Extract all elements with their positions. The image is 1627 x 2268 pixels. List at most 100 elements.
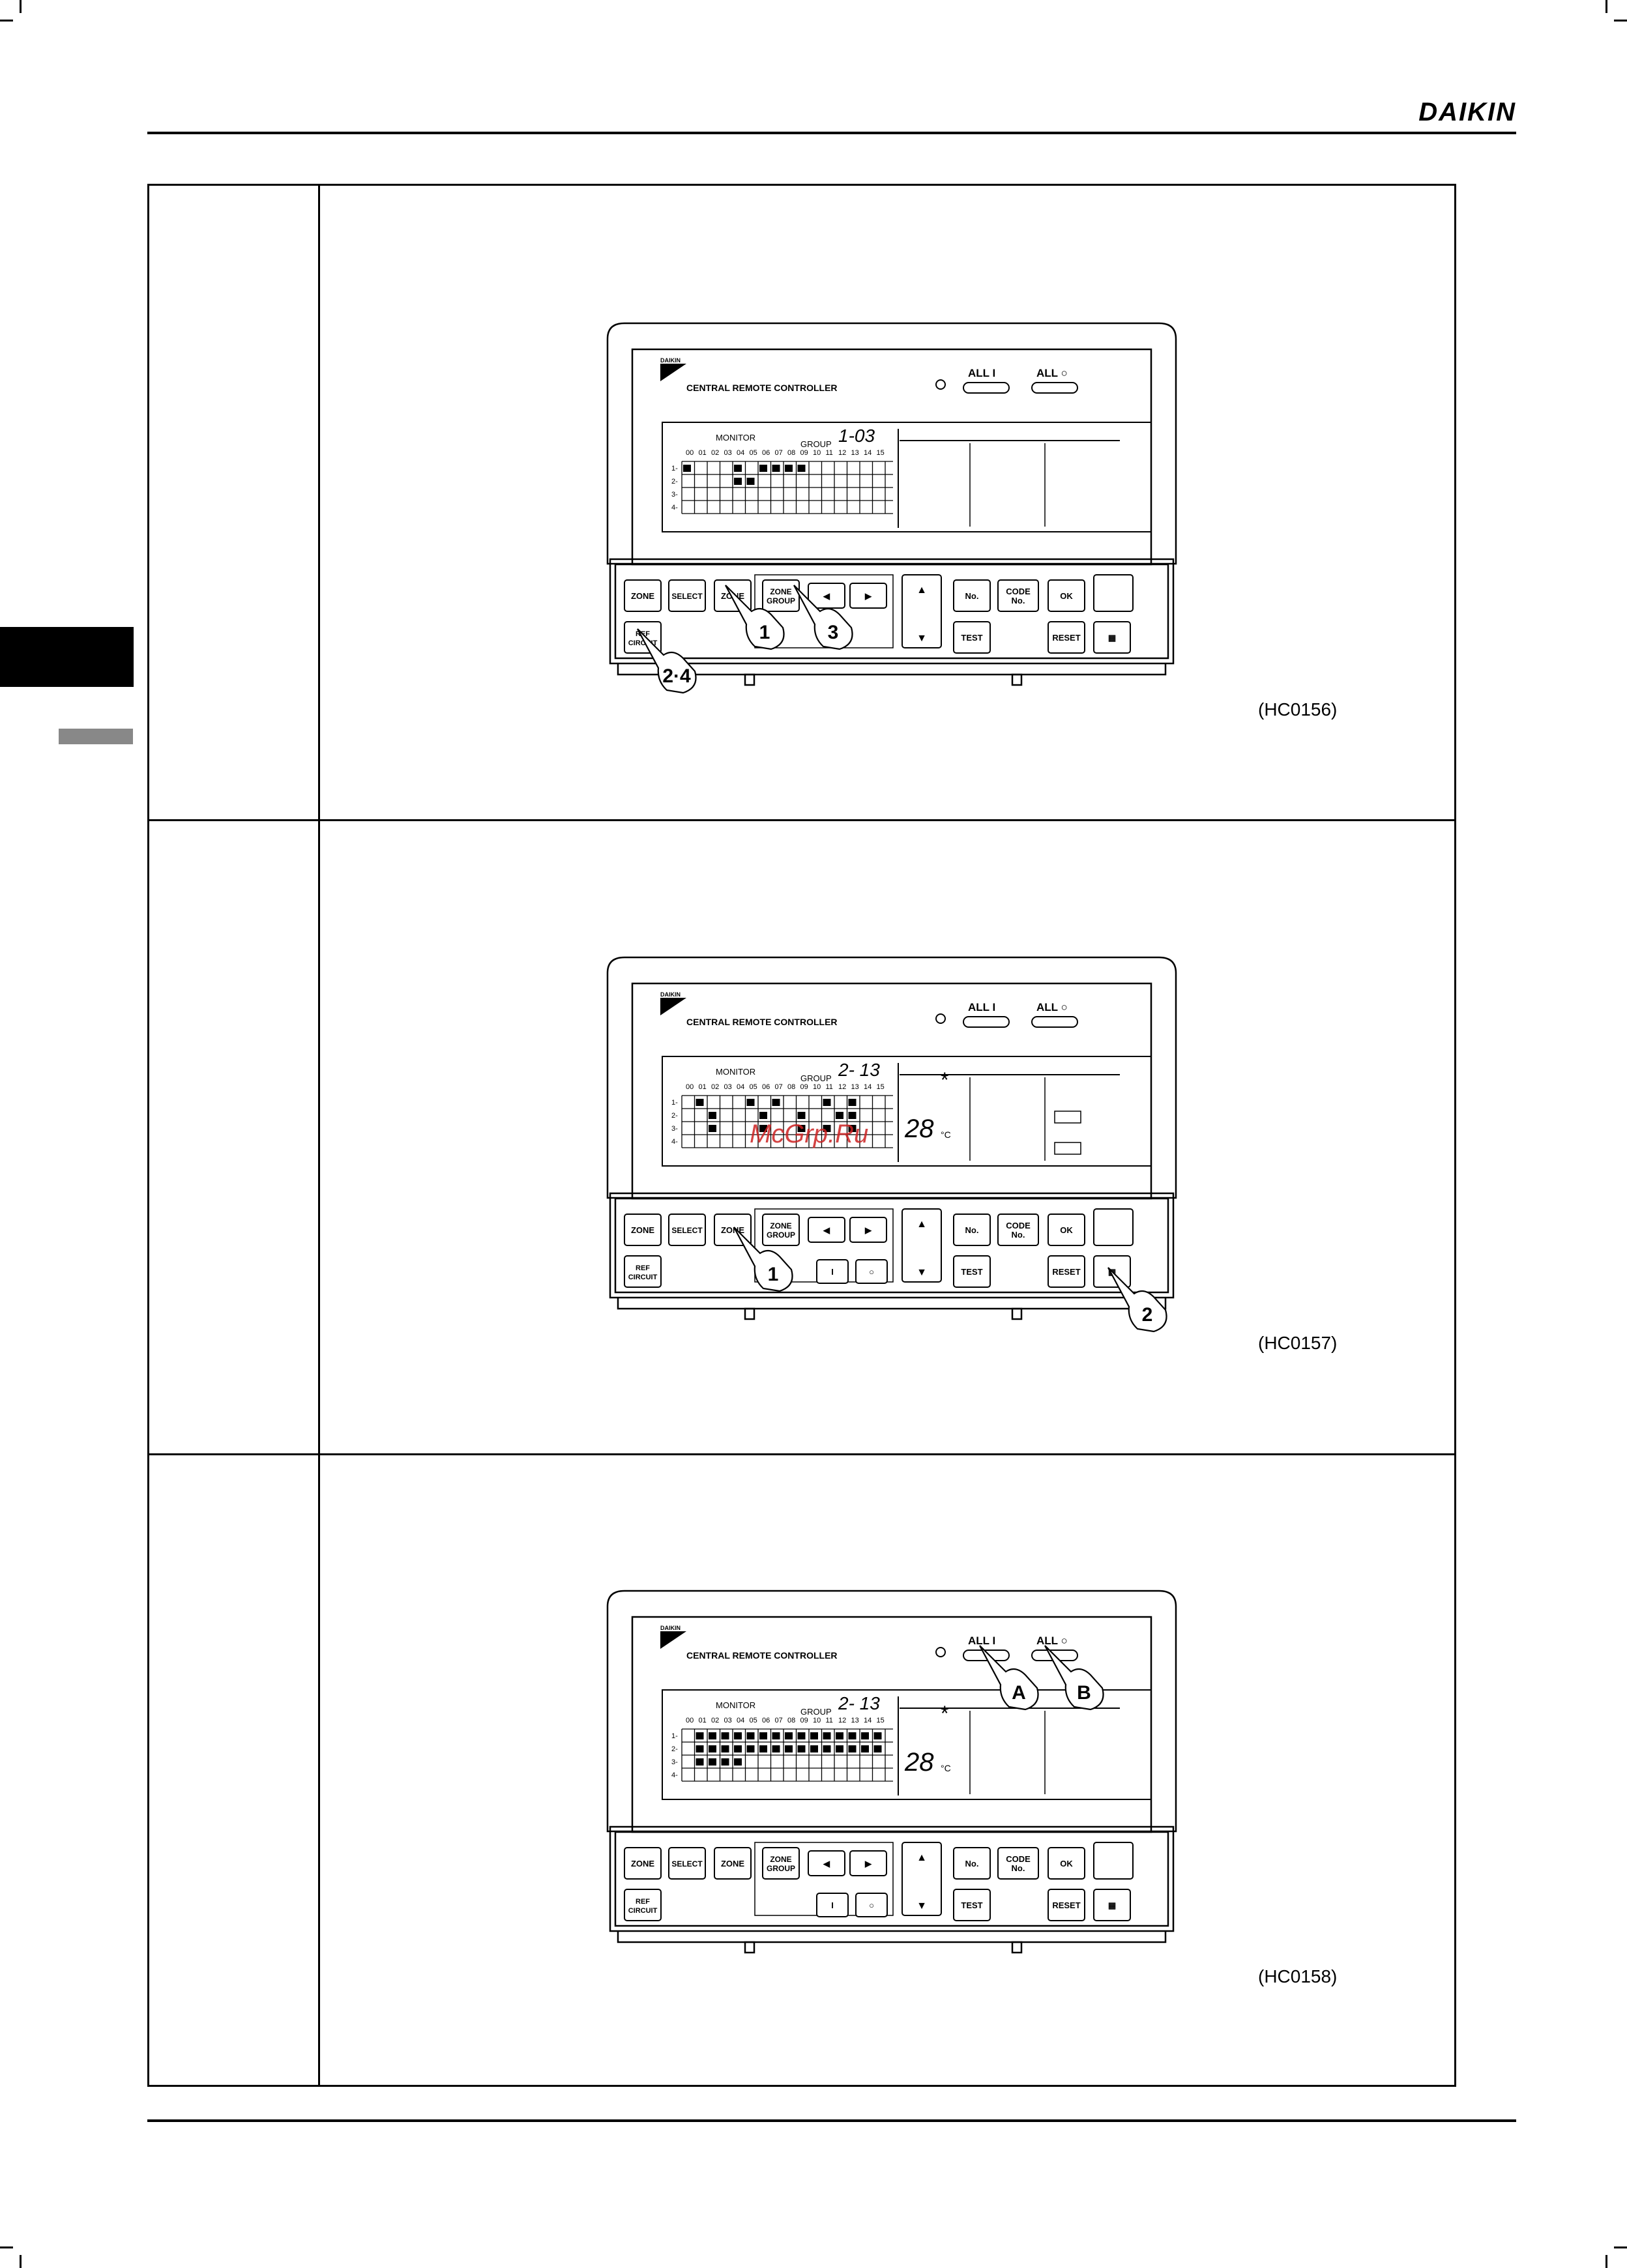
unit-indicator bbox=[785, 1745, 793, 1752]
column-number: 01 bbox=[699, 1717, 707, 1724]
button-panel bbox=[609, 1825, 1175, 1932]
timer-number-button bbox=[953, 579, 991, 612]
indicator-lamp bbox=[935, 1013, 946, 1024]
logo-text: DAIKIN bbox=[660, 991, 681, 998]
right-arrow-button-label: ▶ bbox=[864, 1859, 872, 1868]
controller-title: CENTRAL REMOTE CONTROLLER bbox=[686, 383, 838, 393]
row-divider bbox=[149, 1453, 1454, 1455]
section-tab bbox=[0, 627, 134, 687]
crop-mark bbox=[0, 20, 13, 22]
zone-enter-button bbox=[714, 1847, 752, 1880]
updown-button bbox=[901, 1208, 942, 1283]
column-number: 15 bbox=[877, 1083, 885, 1091]
ref-circuit-button-label: CIRCUIT bbox=[628, 1907, 658, 1915]
column-number: 12 bbox=[838, 1083, 846, 1091]
schedule-button bbox=[1093, 621, 1131, 654]
unit-indicator bbox=[746, 1099, 755, 1106]
unit-indicator bbox=[836, 1745, 843, 1752]
timer-number-button-label: No. bbox=[965, 1859, 979, 1868]
unit-indicator bbox=[746, 1732, 755, 1739]
temperature-unit: °C bbox=[941, 1129, 951, 1140]
column-number: 08 bbox=[787, 449, 795, 457]
unit-indicator bbox=[683, 465, 691, 472]
hand-icon bbox=[733, 1227, 793, 1292]
unit-indicator bbox=[836, 1112, 843, 1119]
group-value: 2- 13 bbox=[838, 1060, 880, 1080]
schedule-button-label: ▦ bbox=[1108, 633, 1116, 643]
procedure-table bbox=[147, 184, 1456, 2087]
temperature-unit: °C bbox=[941, 1763, 951, 1773]
logo-triangle bbox=[660, 364, 686, 381]
select-button-label: SELECT bbox=[671, 1226, 703, 1235]
hand-icon bbox=[637, 628, 697, 694]
test-button bbox=[953, 1889, 991, 1921]
mode-select-button bbox=[1093, 1208, 1134, 1246]
column-number: 13 bbox=[851, 1083, 859, 1091]
reset-button-label: RESET bbox=[1052, 1267, 1080, 1277]
code-number-button-label: No. bbox=[1012, 1863, 1025, 1873]
code-number-button bbox=[997, 1214, 1039, 1246]
unit-indicator bbox=[721, 1732, 729, 1739]
select-button bbox=[668, 579, 706, 612]
header-rule bbox=[147, 132, 1516, 134]
ref-circuit-button bbox=[624, 1255, 662, 1288]
mount-tab bbox=[744, 673, 755, 686]
zone-group-button-label: GROUP bbox=[767, 1230, 795, 1240]
mode-symbol: * bbox=[941, 1702, 948, 1725]
monitor-label: MONITOR bbox=[716, 1067, 755, 1077]
column-number: 15 bbox=[877, 449, 885, 457]
left-arrow-button-label: ◀ bbox=[823, 1859, 830, 1868]
on-button bbox=[816, 1893, 849, 1917]
test-button-label: TEST bbox=[961, 1900, 982, 1910]
crop-mark bbox=[20, 2255, 22, 2268]
column-number: 11 bbox=[826, 1083, 833, 1091]
pointing-hand-callout bbox=[725, 585, 785, 650]
column-number: 02 bbox=[711, 449, 719, 457]
unit-indicator bbox=[721, 1745, 729, 1752]
code-number-button-label: CODE bbox=[1006, 587, 1031, 596]
group-value: 1-03 bbox=[838, 426, 875, 446]
figure-caption: (HC0156) bbox=[1258, 699, 1338, 720]
zone-group-button bbox=[762, 1214, 800, 1246]
base bbox=[617, 1931, 1167, 1943]
unit-indicator bbox=[797, 1112, 806, 1119]
ref-circuit-button-label: REF bbox=[636, 1898, 650, 1906]
column-number: 02 bbox=[711, 1083, 719, 1091]
mode-select-button bbox=[1093, 574, 1134, 612]
column-number: 00 bbox=[686, 1717, 694, 1724]
down-arrow-icon: ▼ bbox=[916, 633, 927, 644]
right-arrow-button-label: ▶ bbox=[864, 591, 872, 601]
up-arrow-icon: ▲ bbox=[916, 585, 927, 596]
column-number: 00 bbox=[686, 1083, 694, 1091]
on-button bbox=[816, 1259, 849, 1284]
unit-indicator bbox=[772, 465, 780, 472]
on-button-label: I bbox=[831, 1267, 834, 1277]
daikin-logo bbox=[660, 364, 686, 381]
logo-text: DAIKIN bbox=[660, 357, 681, 364]
button-panel bbox=[609, 1192, 1175, 1299]
column-number: 07 bbox=[775, 449, 783, 457]
column-number: 00 bbox=[686, 449, 694, 457]
column-number: 03 bbox=[724, 449, 732, 457]
left-arrow-button-label: ◀ bbox=[823, 591, 830, 601]
left-arrow-button bbox=[808, 1850, 845, 1876]
daikin-logo bbox=[660, 1631, 686, 1649]
timer-number-button bbox=[953, 1847, 991, 1880]
right-arrow-button bbox=[849, 1217, 887, 1243]
fan-icon bbox=[1054, 1142, 1081, 1155]
unit-indicator bbox=[709, 1758, 716, 1766]
unit-indicator bbox=[734, 1758, 742, 1766]
code-number-button bbox=[997, 1847, 1039, 1880]
controller-title: CENTRAL REMOTE CONTROLLER bbox=[686, 1017, 838, 1027]
crop-mark bbox=[1605, 2255, 1607, 2268]
section-marker bbox=[59, 729, 133, 744]
code-number-button bbox=[997, 579, 1039, 612]
crop-mark bbox=[1605, 0, 1607, 13]
hand-icon bbox=[979, 1645, 1039, 1711]
zone-button-label: ZONE bbox=[631, 1859, 654, 1868]
ok-button bbox=[1048, 1847, 1085, 1880]
column-divider bbox=[318, 186, 320, 2085]
all-off-label: ALL ○ bbox=[1036, 367, 1068, 379]
